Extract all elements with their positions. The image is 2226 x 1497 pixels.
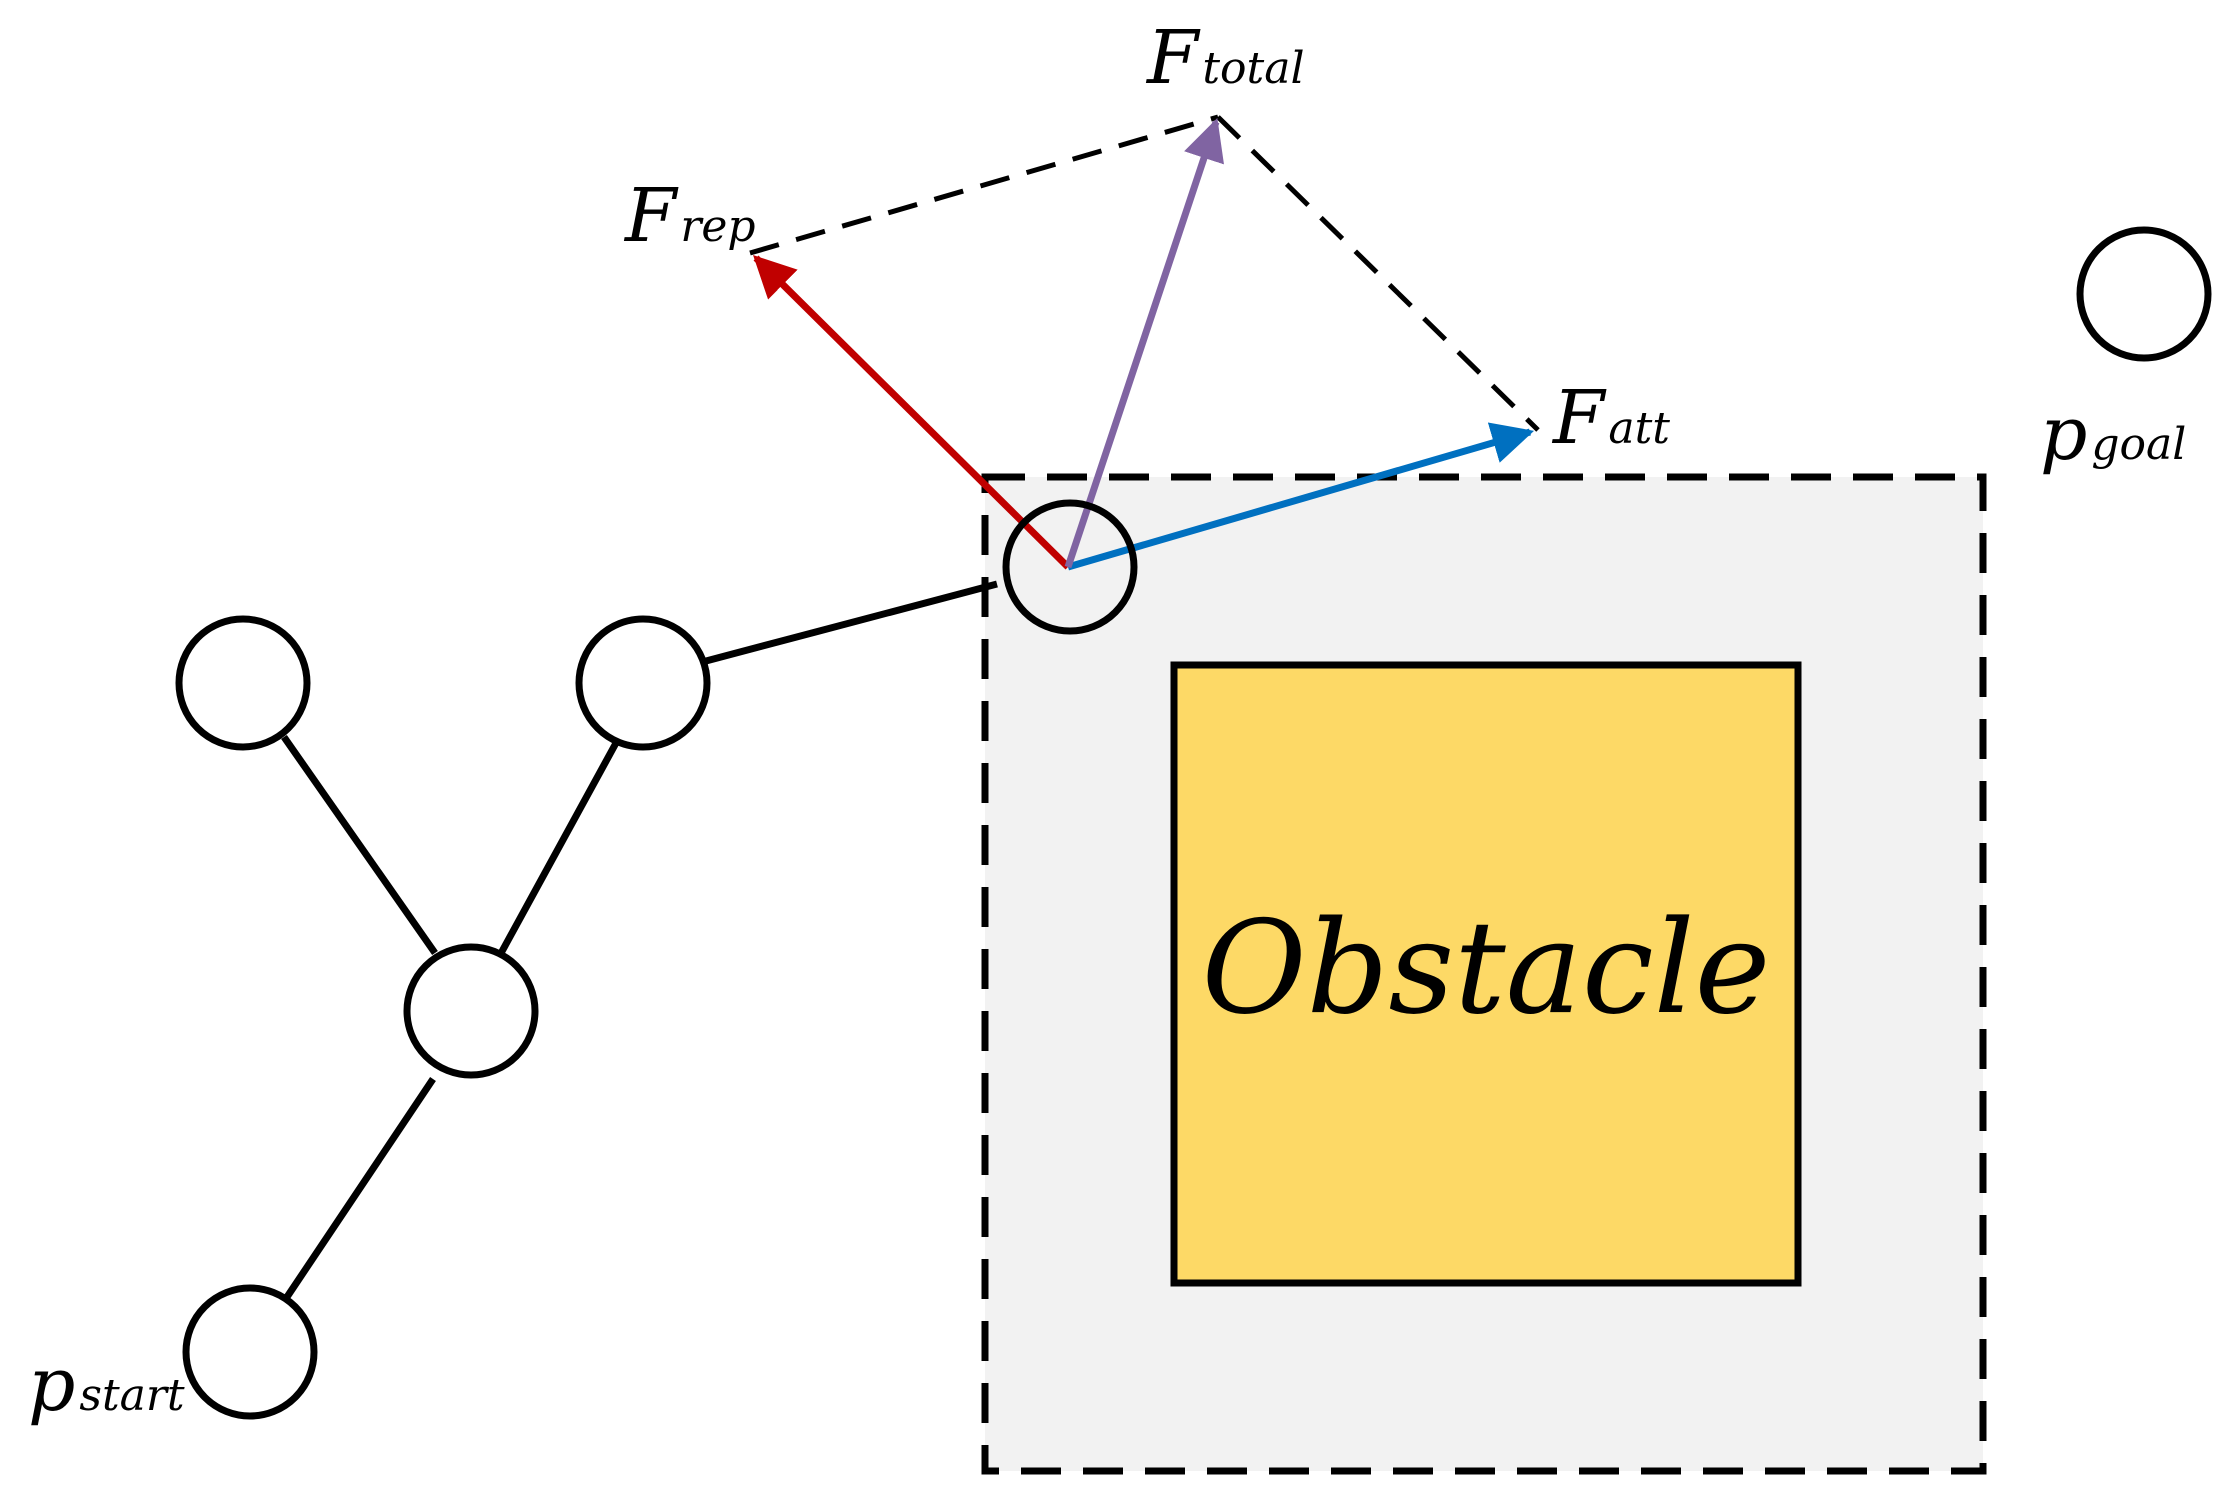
p-goal-label: pgoal — [2040, 391, 2186, 477]
tree-edge — [705, 580, 998, 665]
tree-edge — [281, 734, 438, 956]
tree-node — [175, 615, 311, 751]
tree-edge — [284, 1077, 436, 1299]
goal-node — [2076, 226, 2212, 362]
start-node — [182, 1284, 318, 1420]
p-start-label: pstart — [28, 1342, 185, 1428]
parallelogram-edge — [1216, 115, 1540, 432]
tree-edge — [496, 741, 620, 957]
parallelogram-edge — [749, 114, 1219, 256]
new-node — [1002, 499, 1138, 635]
repulsive-force-arrow — [753, 255, 1071, 570]
obstacle-label: Obstacle — [1202, 894, 1771, 1043]
f-rep-label: Frep — [623, 173, 756, 259]
attractive-force-arrow — [1067, 422, 1535, 571]
obstacle-box — [1170, 661, 1802, 1287]
f-att-label: Fatt — [1551, 375, 1670, 461]
tree-node — [575, 615, 711, 751]
tree-node — [403, 943, 539, 1079]
f-total-label: Ftotal — [1145, 15, 1305, 101]
total-force-arrow — [1064, 118, 1224, 569]
